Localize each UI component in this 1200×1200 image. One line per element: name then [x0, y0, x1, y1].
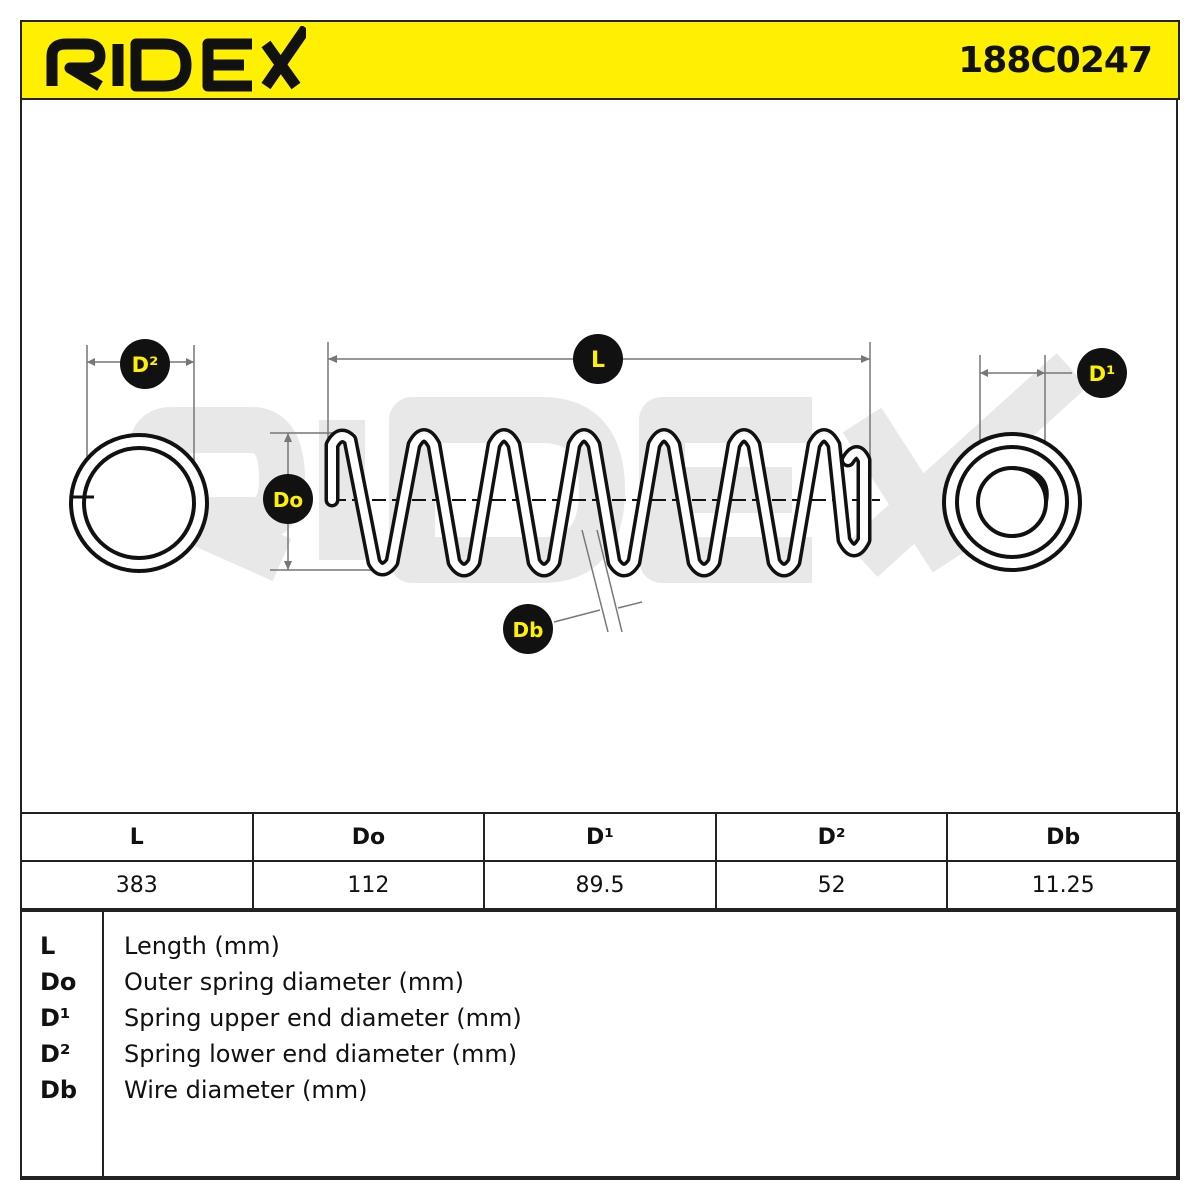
legend-symbol: L — [40, 932, 56, 960]
table-cell: 52 — [714, 860, 949, 910]
table-cell: 89.5 — [483, 860, 717, 910]
legend-description: Spring upper end diameter (mm) — [124, 1004, 522, 1032]
spring-diagram: D² L D¹ Do Db — [69, 334, 1127, 654]
legend-box: L Length (mm) Do Outer spring diameter (… — [20, 910, 1180, 1180]
table-cell: 383 — [20, 860, 254, 910]
ridex-logo — [46, 26, 306, 92]
label-do: Do — [263, 474, 313, 524]
table-cell: 112 — [251, 860, 486, 910]
header-bar: 188C0247 — [20, 20, 1180, 100]
coil-spring — [324, 428, 872, 578]
legend-item: Db Wire diameter (mm) — [22, 1074, 1178, 1110]
label-d1: D¹ — [1077, 348, 1127, 398]
legend-symbol: Db — [40, 1076, 78, 1104]
legend-symbol: D² — [40, 1040, 71, 1068]
upper-end-view — [942, 355, 1082, 572]
part-number: 188C0247 — [958, 40, 1153, 81]
label-d2: D² — [120, 339, 170, 389]
svg-text:Db: Db — [513, 618, 544, 642]
svg-text:L: L — [591, 348, 605, 373]
legend-symbol: D¹ — [40, 1004, 71, 1032]
legend-item: Do Outer spring diameter (mm) — [22, 966, 1178, 1002]
legend-description: Wire diameter (mm) — [124, 1076, 368, 1104]
table-header-row: L Do D¹ D² Db — [20, 812, 1180, 862]
legend-description: Length (mm) — [124, 932, 280, 960]
legend-item: D² Spring lower end diameter (mm) — [22, 1038, 1178, 1074]
svg-text:D¹: D¹ — [1089, 362, 1116, 386]
table-cell: 11.25 — [946, 860, 1180, 910]
table-header-cell: Db — [946, 812, 1180, 862]
lower-end-view — [69, 345, 209, 573]
svg-text:D²: D² — [132, 353, 159, 377]
svg-text:Do: Do — [273, 488, 303, 512]
table-header-cell: D¹ — [483, 812, 717, 862]
table-row: 383 112 89.5 52 11.25 — [20, 860, 1180, 910]
legend-item: D¹ Spring upper end diameter (mm) — [22, 1002, 1178, 1038]
label-db: Db — [503, 604, 553, 654]
table-header-cell: Do — [251, 812, 486, 862]
legend-description: Spring lower end diameter (mm) — [124, 1040, 518, 1068]
legend-item: L Length (mm) — [22, 930, 1178, 966]
table-header-cell: D² — [714, 812, 949, 862]
table-header-cell: L — [20, 812, 254, 862]
label-l: L — [573, 334, 623, 384]
legend-symbol: Do — [40, 968, 77, 996]
dimensions-table: L Do D¹ D² Db 383 112 89.5 52 11.25 — [20, 812, 1180, 910]
legend-description: Outer spring diameter (mm) — [124, 968, 465, 996]
legend-divider — [102, 912, 104, 1178]
wire-diameter-dimension — [553, 529, 643, 633]
